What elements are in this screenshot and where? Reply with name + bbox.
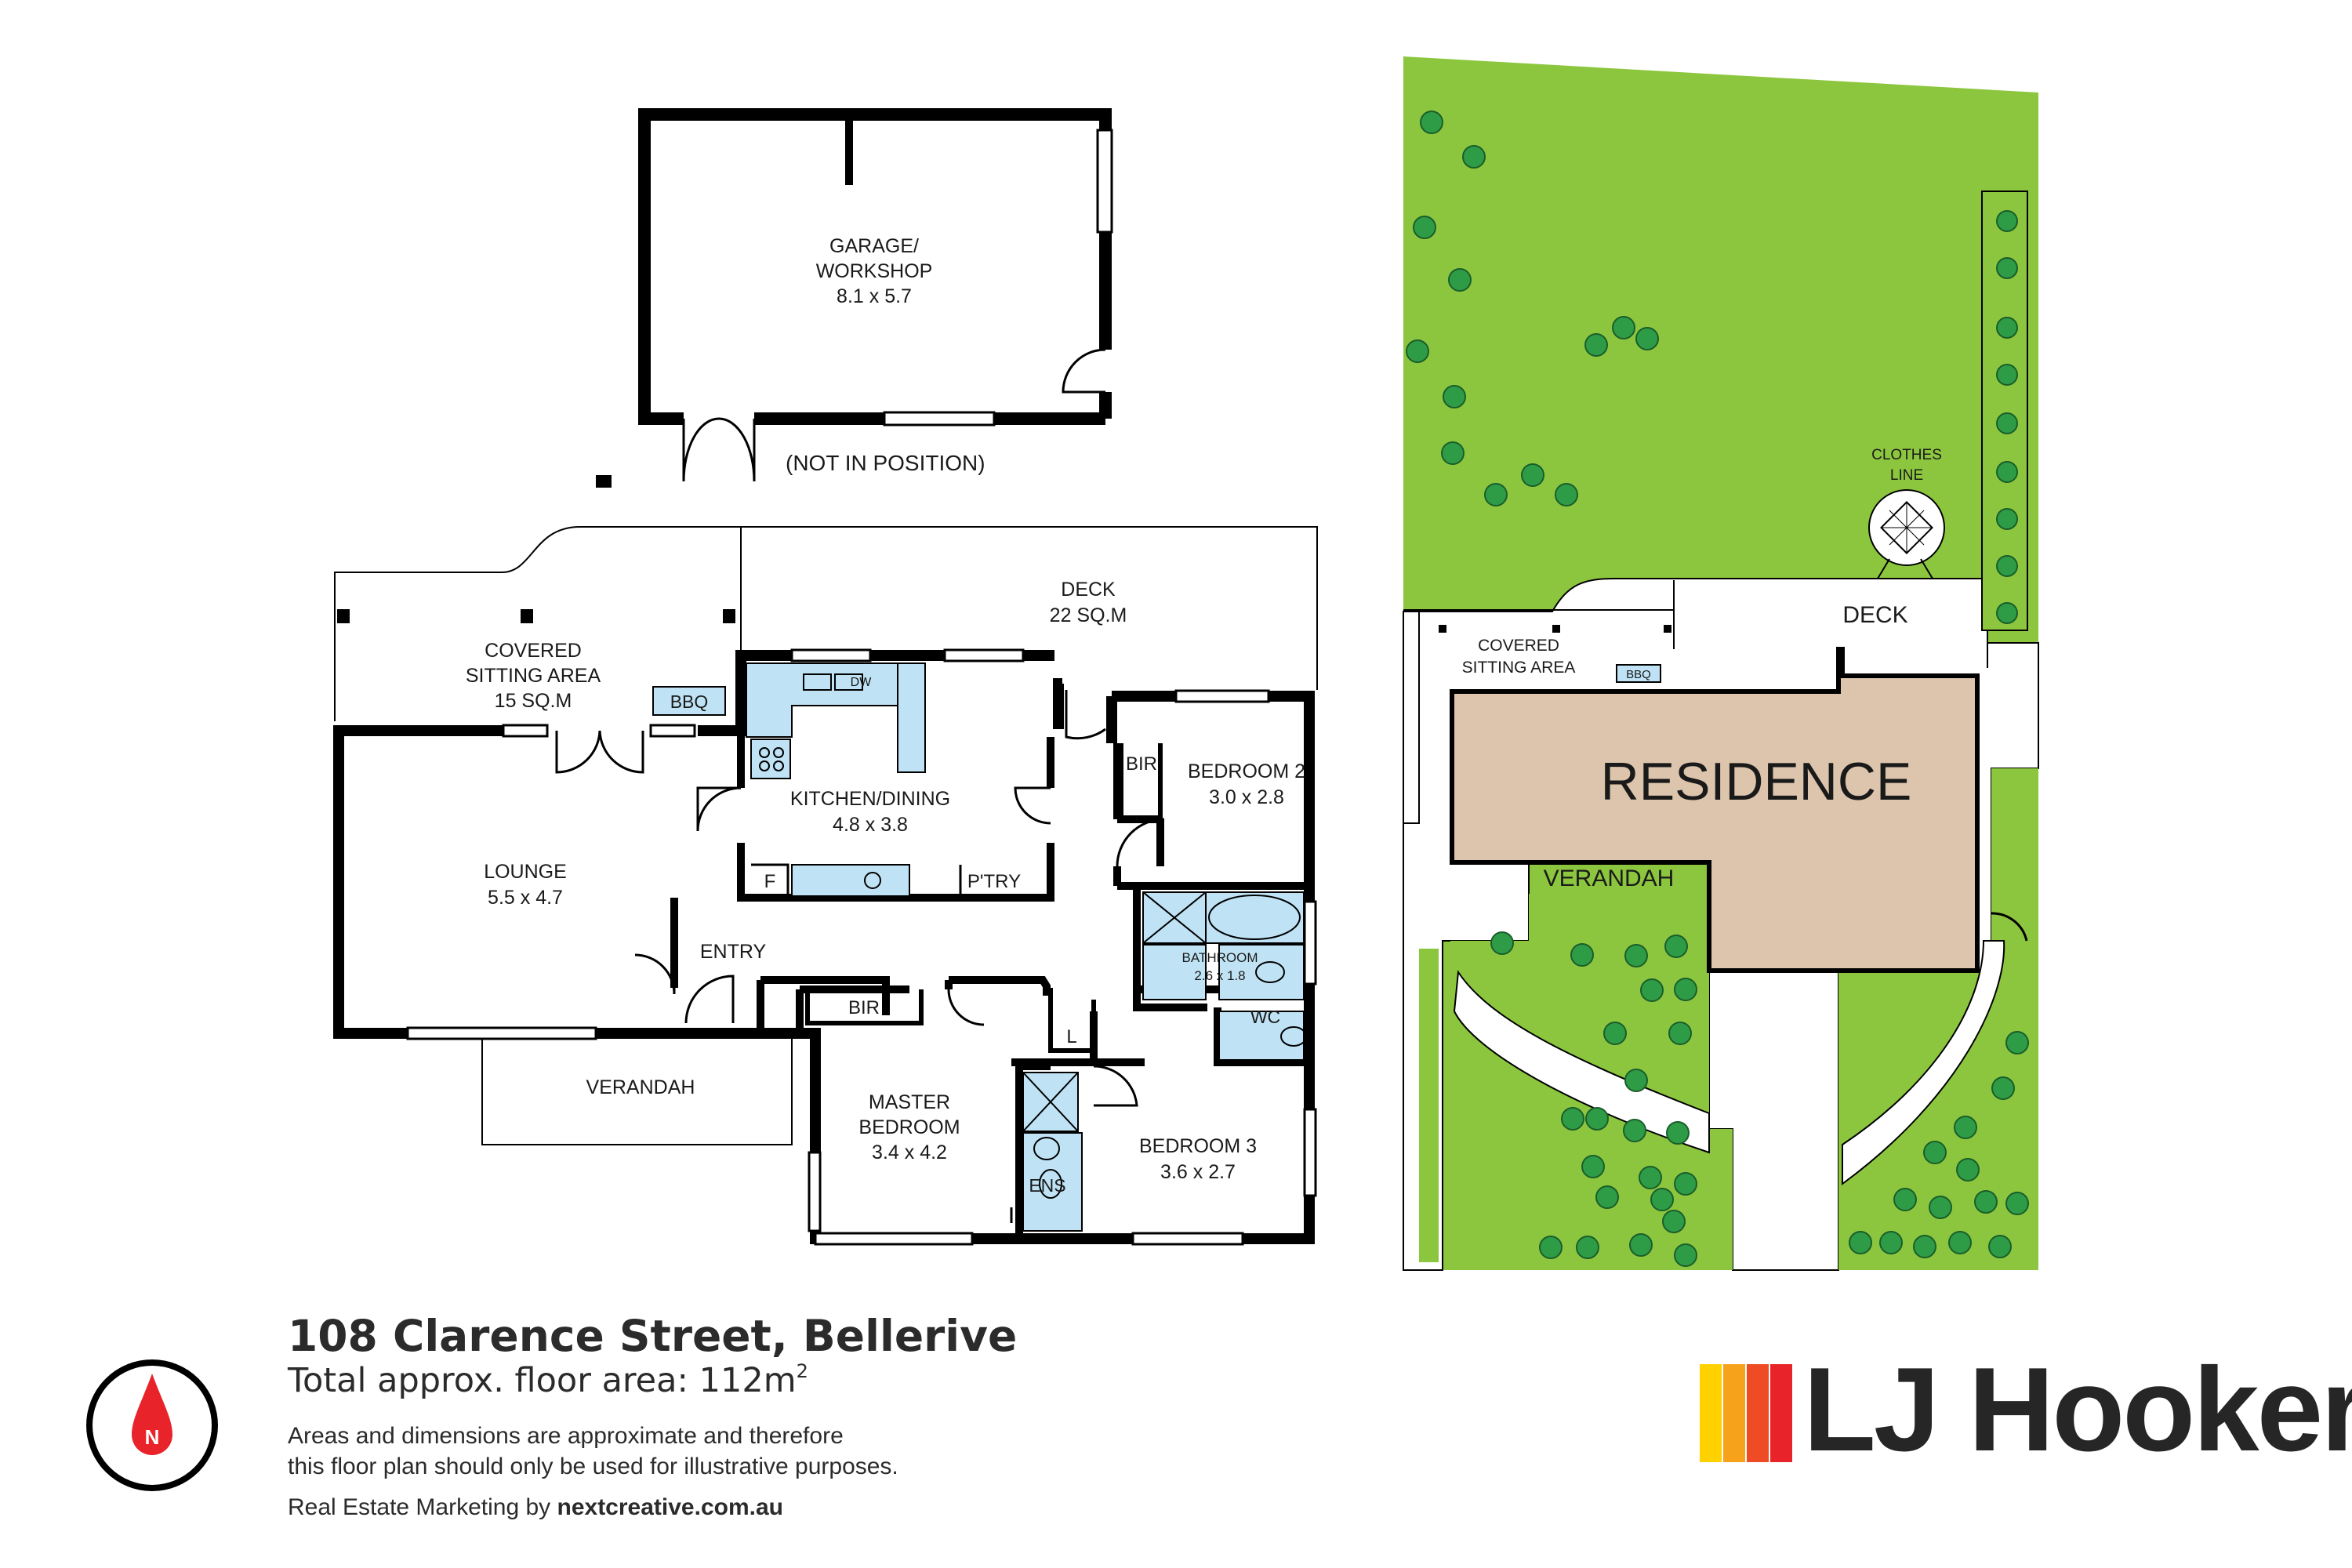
lj-hooker-stripes-logo [1700,1364,1792,1462]
marketing-credit: Real Estate Marketing by nextcreative.co… [288,1494,783,1521]
residence-footprint [1450,647,1980,973]
tree-icons [1406,111,2029,1267]
garage-window-east [1096,129,1113,234]
kitchen-dims: 4.8 x 3.8 [833,814,908,836]
garage-door [1062,348,1106,394]
covered-sitting-area: 15 SQ.M [495,690,572,712]
master-dims: 3.4 x 4.2 [872,1142,947,1163]
floor-area-unit-sup: 2 [796,1360,808,1382]
site-deck-label: DECK [1842,602,1907,628]
clothes-line-icon [1868,489,1945,566]
bir-master [805,989,924,1025]
kitchen-bench-bottom [791,864,910,897]
garage-label-2: WORKSHOP [816,260,933,282]
doors [555,690,1174,1223]
windows [406,648,1317,1246]
credit-prefix: Real Estate Marketing by [288,1494,557,1520]
vanity [1218,944,1305,1000]
house-plan: DECK 22 SQ.M COVERED SITTING AREA 15 SQ.… [333,526,1318,1246]
fixtures [652,662,1305,1232]
fridge-label: F [764,871,776,892]
bath [1205,891,1305,944]
clothes-line-label-2: LINE [1890,467,1923,484]
property-address: 108 Clarence Street, Bellerive [288,1311,1018,1361]
linen-cupboard [1048,988,1096,1053]
garage-double-doors [682,417,756,482]
disclaimer-line-1: Areas and dimensions are approximate and… [288,1423,844,1449]
ensuite-area [1022,1132,1083,1232]
bathroom-basin-area [1142,944,1207,1000]
clothes-line-label-1: CLOTHES [1871,447,1942,463]
wc-area [1218,1011,1305,1061]
disclaimer: Areas and dimensions are approximate and… [288,1421,1072,1482]
bir-master-label: BIR [848,997,880,1018]
bedroom2-label: BEDROOM 2 [1188,760,1305,782]
garden-path-right [1842,940,2005,1185]
bathroom-label: BATHROOM [1182,950,1258,965]
garden-path-left [1453,970,1710,1154]
floor-area-text: Total approx. floor area: 112m2 [288,1360,808,1400]
garage-note: (NOT IN POSITION) [786,451,985,475]
bedroom3-dims: 3.6 x 2.7 [1160,1161,1236,1183]
site-bbq-label: BBQ [1626,668,1651,681]
floor-area-value: Total approx. floor area: 112m [288,1361,797,1400]
deck-area: 22 SQ.M [1050,604,1127,626]
lounge-dims: 5.5 x 4.7 [488,887,563,909]
compass-letter: N [145,1425,160,1449]
garage-window-south [883,411,996,426]
bbq-box [652,686,726,716]
site-bbq-box [1616,664,1661,683]
master-label-1: MASTER [869,1091,950,1113]
pantry-label: P'TRY [967,871,1021,892]
lj-hooker-wordmark: LJ Hooker [1803,1343,2352,1476]
disclaimer-line-2: this floor plan should only be used for … [288,1454,898,1479]
bir-bedroom2-label: BIR [1126,753,1157,775]
verandah-label: VERANDAH [586,1076,695,1098]
site-plan: CLOTHES LINE DECK COVERED SITTING AREA B… [1403,56,2039,1271]
wc-label: WC [1250,1007,1280,1027]
garage-label: GARAGE/ [829,235,919,257]
deck-label: DECK [1061,579,1116,601]
covered-sitting-label-1: COVERED [485,640,582,662]
bedroom3-label: BEDROOM 3 [1139,1135,1257,1157]
bir-bed2 [1119,743,1163,822]
entry-label: ENTRY [700,941,767,963]
site-covered-label-1: COVERED [1478,637,1559,655]
linen-label: L [1066,1026,1076,1047]
master-label-2: BEDROOM [858,1116,960,1138]
lounge-label: LOUNGE [484,861,567,883]
site-verandah-label: VERANDAH [1544,866,1675,891]
bbq-label: BBQ [670,691,709,712]
north-compass-icon: N [86,1359,218,1491]
bedroom2-dims: 3.0 x 2.8 [1209,786,1284,808]
site-covered-label-2: SITTING AREA [1462,659,1576,677]
covered-sitting-label-2: SITTING AREA [466,665,601,687]
garage-plan: GARAGE/ WORKSHOP 8.1 x 5.7 (NOT IN POSIT… [596,108,1113,488]
garage-dims: 8.1 x 5.7 [837,285,912,307]
covered-area-outline [334,526,742,721]
kitchen-label: KITCHEN/DINING [790,788,950,810]
residence-label: RESIDENCE [1601,752,1912,811]
dishwasher-label: DW [851,676,873,689]
deck-outline [741,526,1318,690]
credit-site-link[interactable]: nextcreative.com.au [557,1494,783,1520]
bathroom-dims: 2.6 x 1.8 [1194,968,1245,983]
verandah-outline [481,1033,793,1145]
ensuite-label: ENS [1029,1175,1065,1196]
cooktop-icon [750,739,791,779]
